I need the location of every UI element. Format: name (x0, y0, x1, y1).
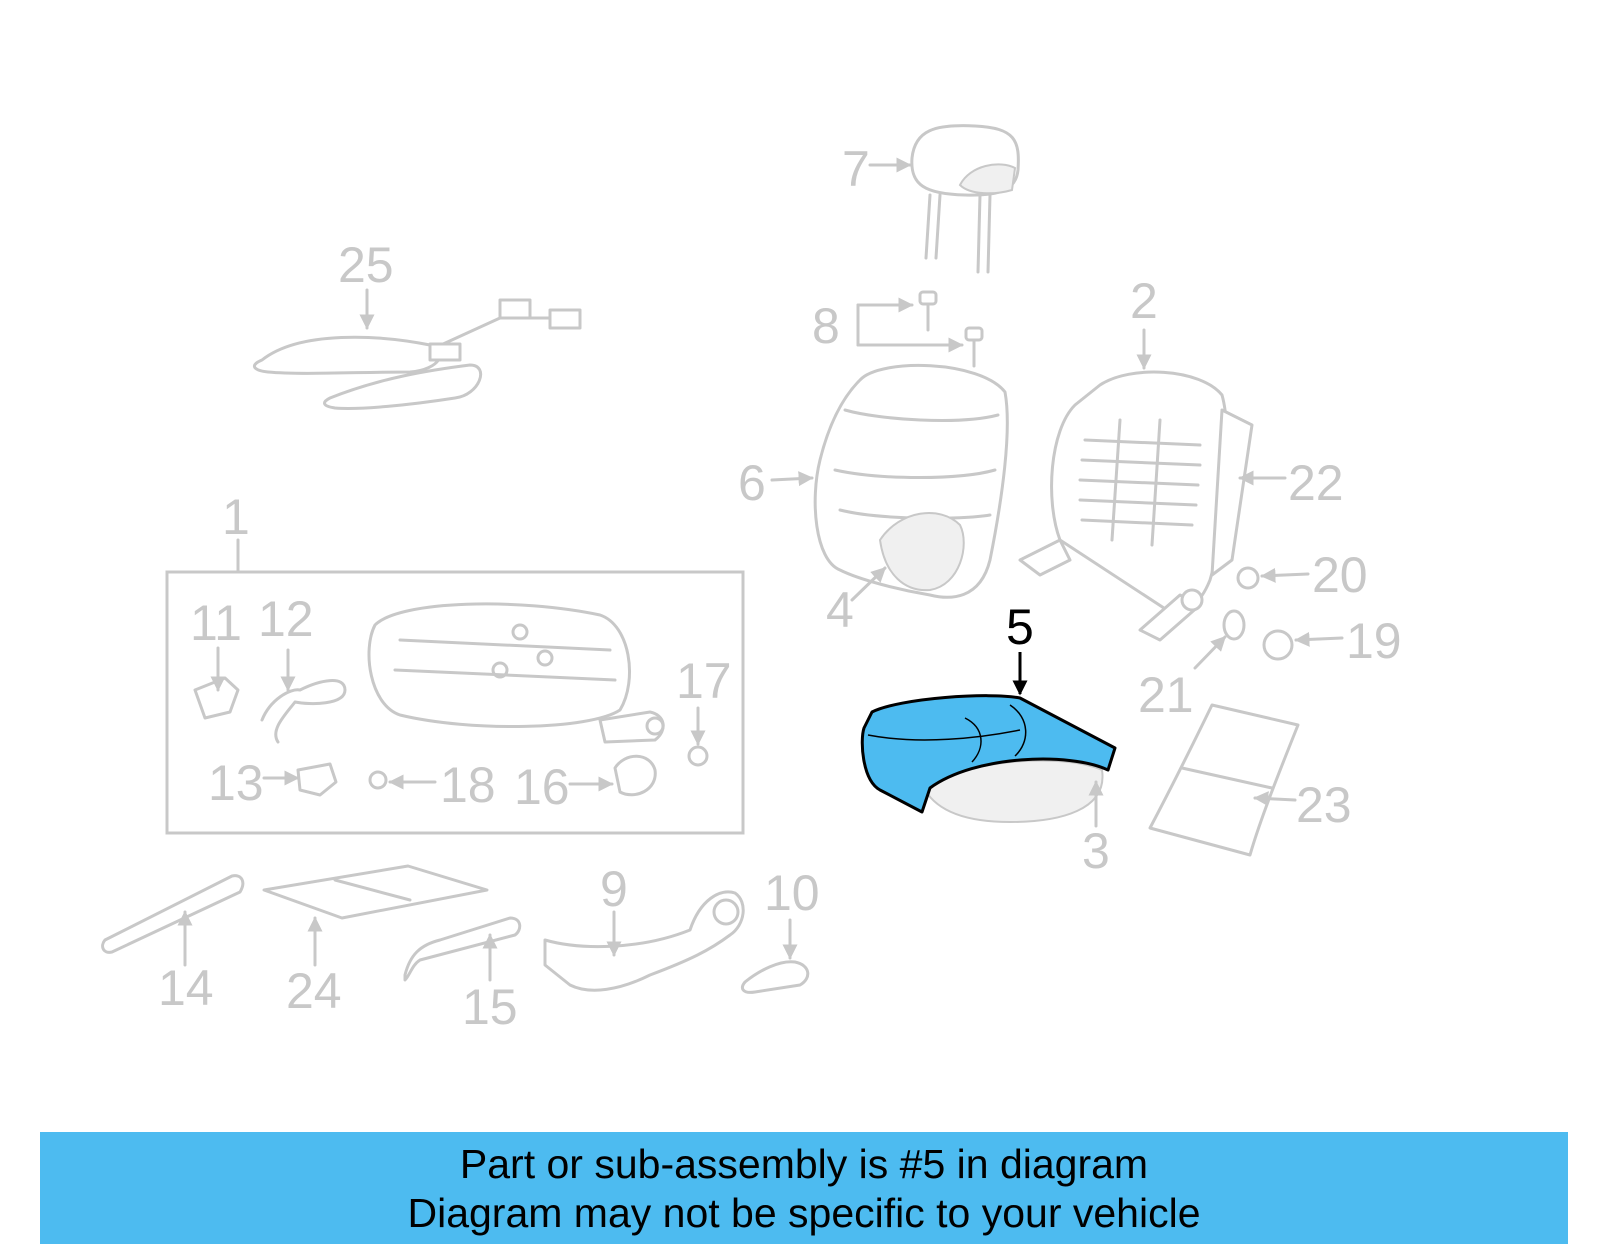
callout-11: 11 (190, 595, 242, 651)
callout-1: 1 (222, 489, 250, 545)
callout-18: 18 (440, 757, 496, 813)
callout-25: 25 (338, 237, 394, 293)
callout-23: 23 (1296, 777, 1352, 833)
callout-17: 17 (676, 653, 732, 709)
heater-pad-illustration (1148, 703, 1300, 857)
callout-15: 15 (462, 979, 518, 1035)
callout-21: 21 (1138, 667, 1194, 723)
callout-16: 16 (514, 759, 570, 815)
headrest-illustration (868, 124, 1020, 274)
callout-6: 6 (738, 455, 766, 511)
callout-14: 14 (158, 960, 214, 1016)
seat-cushion-cover-highlighted (860, 694, 1117, 814)
seat-cushion-cover-illustration (860, 652, 1117, 828)
callout-7: 7 (842, 141, 870, 197)
caption-banner: Part or sub-assembly is #5 in diagram Di… (40, 1132, 1568, 1244)
bottom-parts-illustration (101, 864, 810, 994)
callout-20: 20 (1312, 547, 1368, 603)
callout-12: 12 (258, 591, 314, 647)
callout-4: 4 (826, 582, 854, 638)
callout-13: 13 (208, 755, 264, 811)
callout-24: 24 (286, 963, 342, 1019)
callout-19: 19 (1346, 613, 1402, 669)
callout-10: 10 (764, 865, 820, 921)
cushion-frame-assembly-box (165, 538, 745, 835)
seatback-frame-illustration (1018, 328, 1287, 642)
callout-2: 2 (1130, 273, 1158, 329)
callout-3: 3 (1082, 823, 1110, 879)
caption-line-disclaimer: Diagram may not be specific to your vehi… (407, 1190, 1201, 1236)
callout-5: 5 (1006, 599, 1034, 655)
seat-heater-harness-illustration (253, 288, 582, 410)
seatback-cover-illustration (770, 363, 1009, 602)
callout-22: 22 (1288, 455, 1344, 511)
bolts-illustration (856, 290, 984, 368)
small-parts-right-illustration (1193, 566, 1344, 670)
callout-9: 9 (600, 861, 628, 917)
callout-8: 8 (812, 298, 840, 354)
caption-line-part: Part or sub-assembly is #5 in diagram (459, 1141, 1149, 1187)
